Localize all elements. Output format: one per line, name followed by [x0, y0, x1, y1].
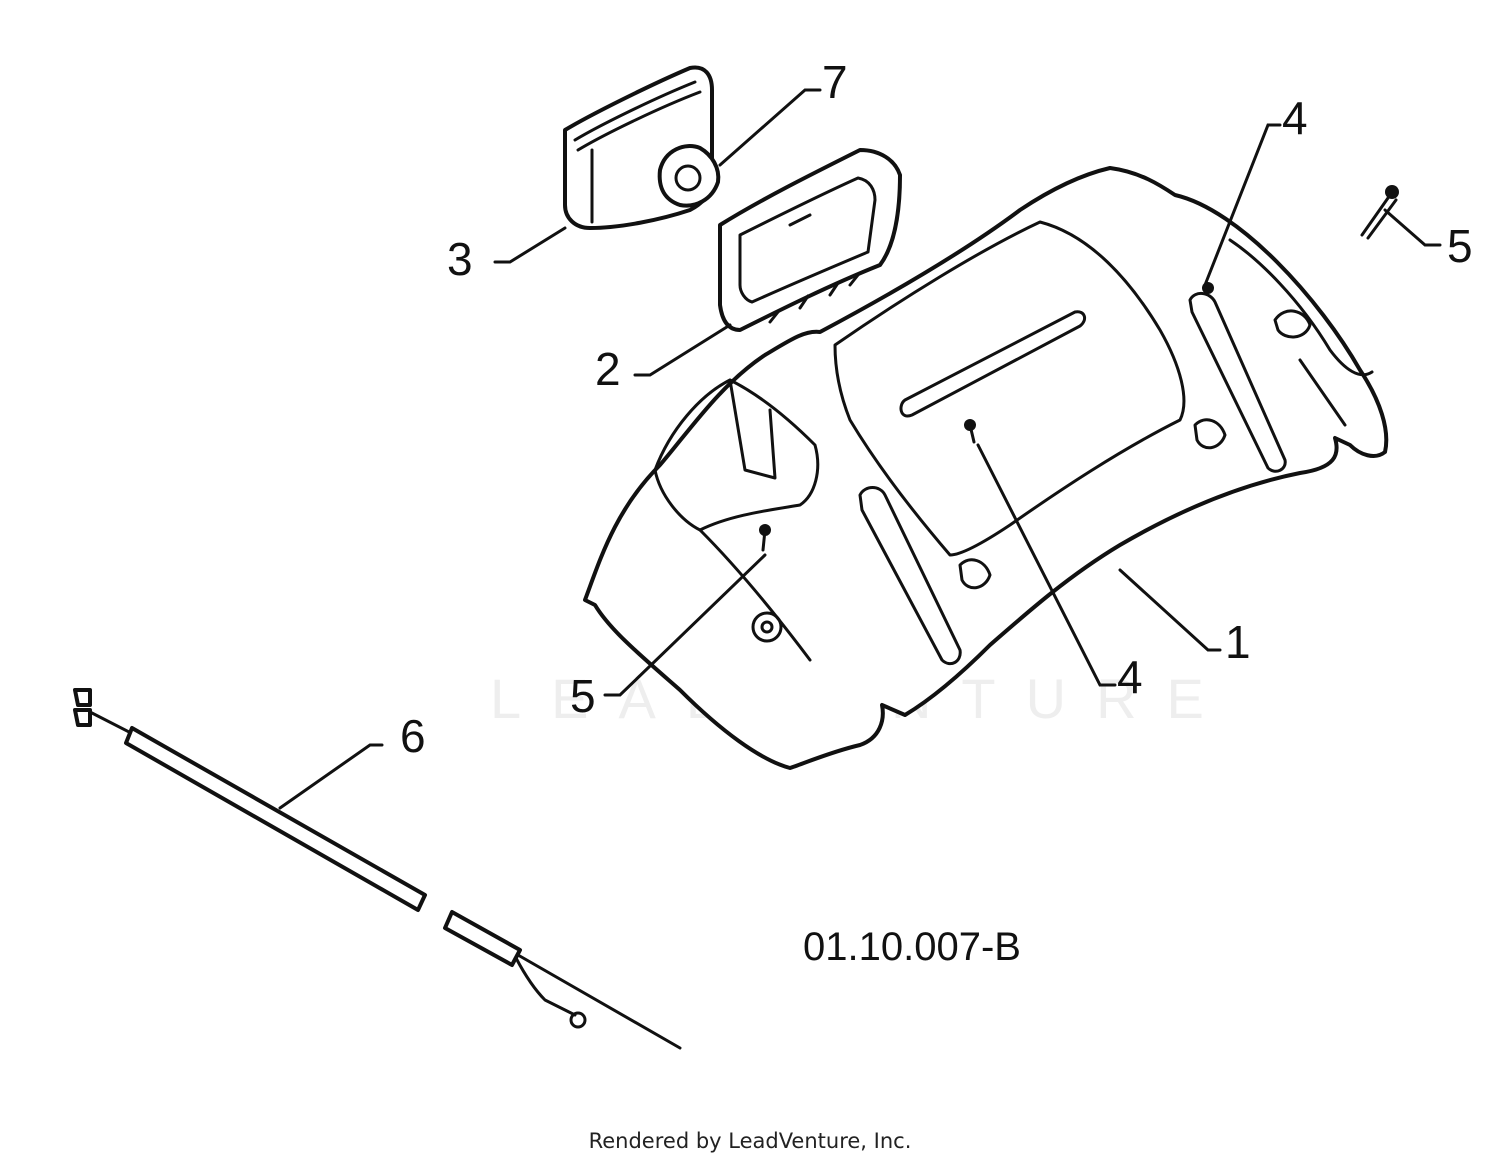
callout-2: 2: [595, 343, 621, 395]
callout-5-left: 5: [570, 670, 596, 722]
bolt-part-5: [1360, 185, 1399, 240]
callout-4-center: 4: [1117, 651, 1143, 703]
figure-id: 01.10.007-B: [803, 925, 1021, 969]
footer-credit: Rendered by LeadVenture, Inc.: [589, 1129, 912, 1153]
bulb-socket-part-7: [657, 144, 721, 208]
leader-lines: [278, 88, 1442, 810]
callout-7: 7: [822, 56, 848, 108]
callout-1: 1: [1225, 616, 1251, 668]
callout-5-top: 5: [1447, 220, 1473, 272]
headlight-housing-part-2: [718, 148, 902, 332]
callout-4-right: 4: [1282, 92, 1308, 144]
callout-3: 3: [447, 233, 473, 285]
callout-6: 6: [400, 710, 426, 762]
cable-part-6: [73, 688, 682, 1050]
callouts: 1 2 3 4 4 5 5 6 7: [400, 56, 1473, 762]
hood-part-1: [583, 166, 1389, 770]
